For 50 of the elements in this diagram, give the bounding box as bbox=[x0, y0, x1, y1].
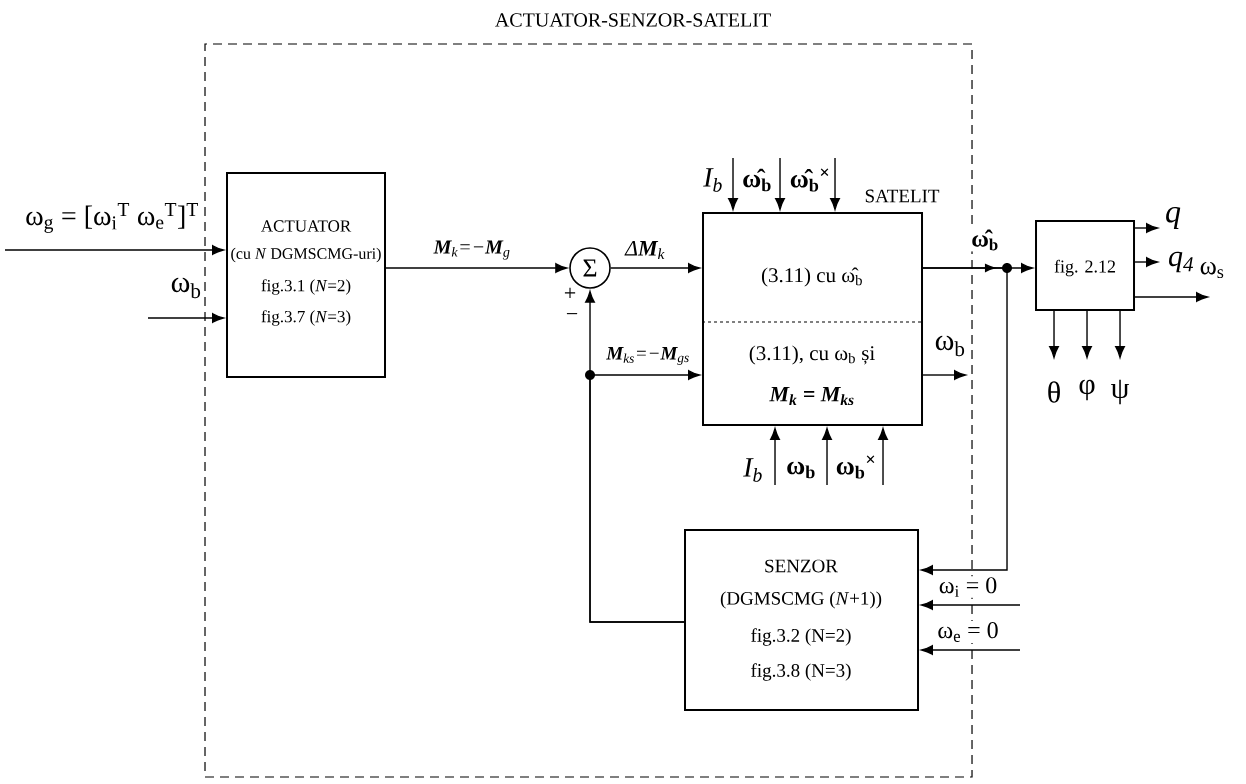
arrow bbox=[921, 645, 1021, 655]
block-box: ACTUATOR (cu N DGMSCMG-uri) fig.3.1 (N=2) fig.3.7 (N=3) bbox=[226, 172, 386, 378]
arrow bbox=[921, 267, 1008, 575]
arrow bbox=[610, 263, 700, 273]
block-box: SENZOR (DGMSCMG (N+1)) fig.3.2 (N=2) fig.3.8 (N=3) bbox=[684, 529, 919, 711]
arrow bbox=[921, 600, 1021, 610]
arrow bbox=[1134, 257, 1158, 267]
edge-label: I$_{b}$ bbox=[702, 167, 724, 193]
arrow bbox=[1082, 310, 1092, 358]
edge-label: ω$_{i}$ = 0 bbox=[937, 576, 999, 598]
arrow bbox=[770, 428, 780, 486]
arrow bbox=[922, 370, 966, 380]
arrow bbox=[830, 157, 840, 210]
edge-label: ω$_{b}$ bbox=[169, 276, 203, 300]
edge-label: ΔM$_{k}$ bbox=[624, 239, 666, 261]
sign-label: − bbox=[566, 313, 578, 315]
edge-label: M$_{ks}$=−M$_{gs}$ bbox=[605, 346, 691, 366]
edge-label: ω$_{g}$ = [ω$_{i}$$^{T}$ ω$_{e}$$^{T}$]$^{T}$ bbox=[24, 202, 200, 234]
edge-label: ψ bbox=[1109, 378, 1131, 406]
arrow bbox=[728, 157, 738, 210]
sign-label: + bbox=[564, 287, 576, 299]
edge-label: φ bbox=[1077, 378, 1097, 402]
node-label: SATELIT bbox=[865, 189, 940, 203]
arrow bbox=[1134, 292, 1208, 302]
arrow bbox=[147, 313, 224, 323]
edge-label: M$_{k}$=−M$_{g}$ bbox=[432, 239, 512, 261]
arrow bbox=[4, 245, 224, 255]
arrow bbox=[775, 157, 785, 210]
edge-label: q bbox=[1164, 206, 1182, 230]
edge-label: ω$_{b}$ bbox=[785, 460, 817, 480]
summing-junction: Σ bbox=[569, 247, 611, 289]
edge-label: I$_{b}$ bbox=[742, 457, 764, 483]
edge-label: ω̂$_{b}$× bbox=[788, 167, 832, 193]
edge-label: θ bbox=[1045, 380, 1063, 404]
edge-label: ω$_{e}$ = 0 bbox=[936, 621, 1000, 643]
arrow bbox=[385, 263, 568, 273]
edge-label: ω$_{b}$× bbox=[834, 454, 878, 480]
block-box: fig. 2.12 bbox=[1035, 220, 1135, 311]
edge-label: ω$_{s}$ bbox=[1198, 260, 1226, 280]
edge-label: q$_{4}$ bbox=[1167, 250, 1195, 274]
edge-label: ω̂$_{b}$ bbox=[970, 228, 1000, 252]
arrow bbox=[1049, 310, 1059, 358]
edge-label: ω̂$_{b}$ bbox=[741, 167, 773, 193]
arrow bbox=[822, 428, 832, 486]
arrow bbox=[878, 428, 888, 486]
arrow bbox=[589, 370, 700, 623]
arrow bbox=[1115, 310, 1125, 358]
arrow bbox=[1134, 223, 1158, 233]
edge-label: ω$_{b}$ bbox=[933, 334, 967, 358]
node-label: ACTUATOR-SENZOR-SATELIT bbox=[495, 13, 771, 27]
